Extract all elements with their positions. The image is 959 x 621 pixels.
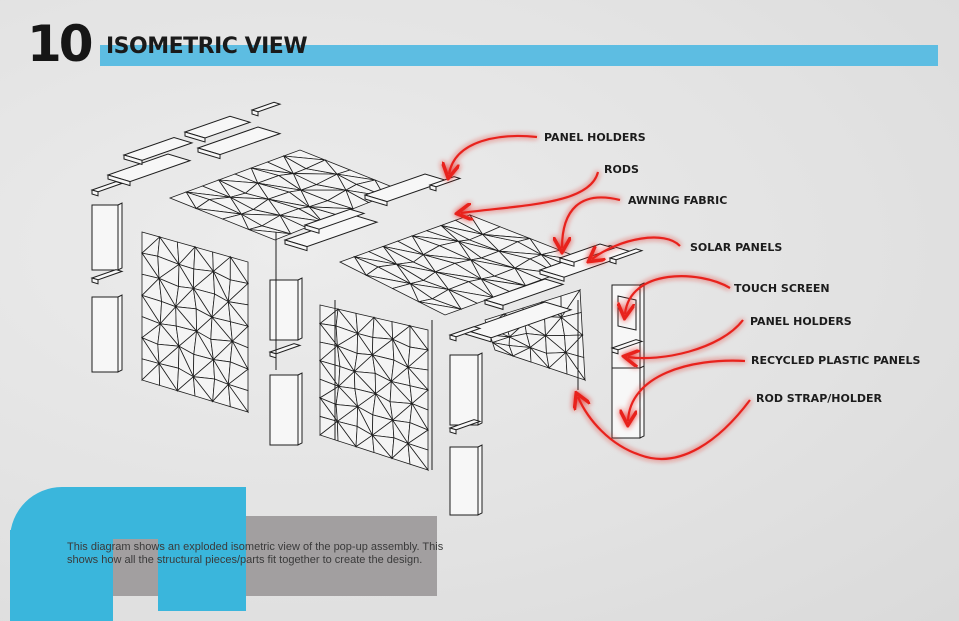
- recycled-plastic-panel: [91, 204, 119, 271]
- arrow-panel-holders-top: [449, 134, 538, 174]
- arrow-solar-panels: [592, 236, 681, 259]
- recycled-plastic-panel-edge: [477, 444, 483, 516]
- panel-holder-edge: [449, 427, 457, 435]
- recycled-plastic-panel: [91, 296, 119, 373]
- recycled-plastic-panel-edge: [639, 365, 645, 439]
- panel-holder-edge: [609, 257, 617, 265]
- solar-panel-edge: [304, 224, 320, 234]
- arrow-awning-fabric: [562, 196, 621, 248]
- page-title: ISOMETRIC VIEW: [106, 34, 308, 59]
- solar-panel-edge: [123, 154, 143, 166]
- recycled-plastic-panel: [269, 374, 299, 446]
- title-bar: [100, 45, 938, 66]
- panel-holder-edge: [449, 334, 457, 342]
- touch-screen-panel: [269, 279, 299, 341]
- label-solar-panels: SOLAR PANELS: [690, 241, 783, 254]
- label-rods: RODS: [604, 163, 639, 176]
- panel-holder-edge: [251, 109, 259, 117]
- touch-screen-panel-edge: [639, 282, 645, 371]
- recycled-plastic-panel: [449, 446, 479, 516]
- panel-holder-edge: [611, 347, 619, 355]
- label-panel-holders-top: PANEL HOLDERS: [544, 131, 646, 144]
- recycled-plastic-panel-edge: [477, 352, 483, 426]
- wall-fabric: [318, 304, 430, 472]
- arrow-recycled-plastic-panels: [628, 359, 746, 421]
- panel-holder-edge: [91, 277, 99, 285]
- recycled-plastic-panel: [449, 354, 479, 426]
- decorative-blue-column-left: [10, 530, 113, 621]
- touch-screen: [617, 295, 637, 331]
- panel-holder: [268, 343, 302, 355]
- recycled-plastic-panel: [611, 367, 641, 439]
- panel-holder: [90, 269, 124, 281]
- solar-panel-edge: [539, 269, 565, 282]
- arrow-panel-holders-right: [628, 319, 744, 358]
- recycled-plastic-panel-edge: [297, 372, 303, 446]
- label-touch-screen: TOUCH SCREEN: [734, 282, 830, 295]
- section-number: 10: [27, 15, 94, 73]
- solar-panel-edge: [484, 299, 504, 311]
- solar-panel: [122, 136, 194, 161]
- label-recycled-plastic-panels: RECYCLED PLASTIC PANELS: [751, 354, 921, 367]
- arrow-rod-strap-holder: [578, 397, 751, 461]
- label-rod-strap-holder: ROD STRAP/HOLDER: [756, 392, 882, 405]
- solar-panel-edge: [364, 194, 388, 207]
- solar-panel-edge: [184, 131, 206, 143]
- wall-fabric: [140, 231, 250, 414]
- solar-panel-edge: [284, 239, 308, 252]
- panel-holder: [90, 181, 124, 193]
- arrow-touch-screen: [625, 275, 731, 314]
- arrow-rods: [461, 171, 600, 213]
- solar-panel-edge: [107, 174, 131, 187]
- solar-panel-edge: [559, 257, 575, 267]
- awning-fabric: [168, 149, 402, 241]
- label-panel-holders-right: PANEL HOLDERS: [750, 315, 852, 328]
- decorative-blue-column-middle: [158, 530, 246, 611]
- panel-holder: [250, 101, 282, 113]
- touch-screen-panel-edge: [297, 277, 303, 341]
- panel-holder-edge: [429, 184, 437, 192]
- recycled-plastic-panel-edge: [117, 294, 123, 373]
- label-awning-fabric: AWNING FABRIC: [628, 194, 728, 207]
- description-text: This diagram shows an exploded isometric…: [67, 541, 444, 566]
- awning-fabric: [338, 214, 591, 316]
- panel-holder-edge: [91, 189, 99, 197]
- solar-panel-edge: [197, 147, 221, 160]
- recycled-plastic-panel-edge: [117, 202, 123, 271]
